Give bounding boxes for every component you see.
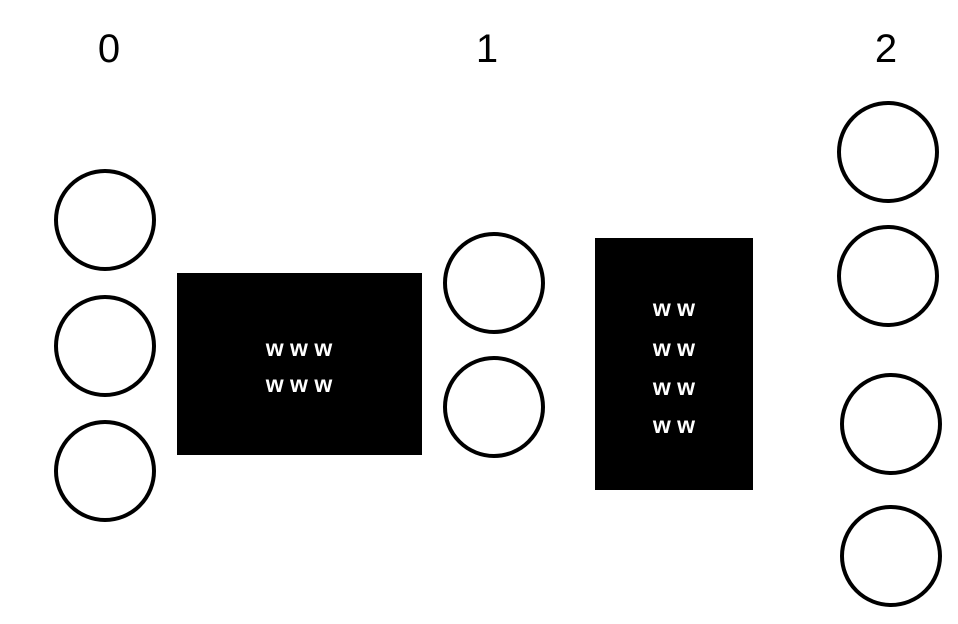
weight-matrix-1-row-1: w w <box>652 295 695 321</box>
weight-matrix-1-row-3: w w <box>652 374 695 400</box>
neuron-layer0-2 <box>54 295 156 397</box>
layer-label-1: 1 <box>476 27 498 71</box>
neuron-layer0-3 <box>54 420 156 522</box>
weight-matrix-1 <box>595 238 753 490</box>
layer-label-0: 0 <box>98 27 120 71</box>
neuron-layer2-3 <box>840 373 942 475</box>
neuron-layer2-1 <box>837 101 939 203</box>
neuron-layer2-4 <box>840 505 942 607</box>
weight-matrix-0-row-1: w w w <box>265 335 333 361</box>
neuron-layer1-2 <box>443 356 545 458</box>
weight-matrix-0-row-2: w w w <box>265 371 333 397</box>
weight-matrix-1-row-4: w w <box>652 412 695 438</box>
neuron-layer0-1 <box>54 169 156 271</box>
neuron-layer2-2 <box>837 225 939 327</box>
layer-label-2: 2 <box>875 27 897 71</box>
weight-matrix-1-row-2: w w <box>652 335 695 361</box>
weight-matrix-0 <box>177 273 422 455</box>
neuron-layer1-1 <box>443 232 545 334</box>
